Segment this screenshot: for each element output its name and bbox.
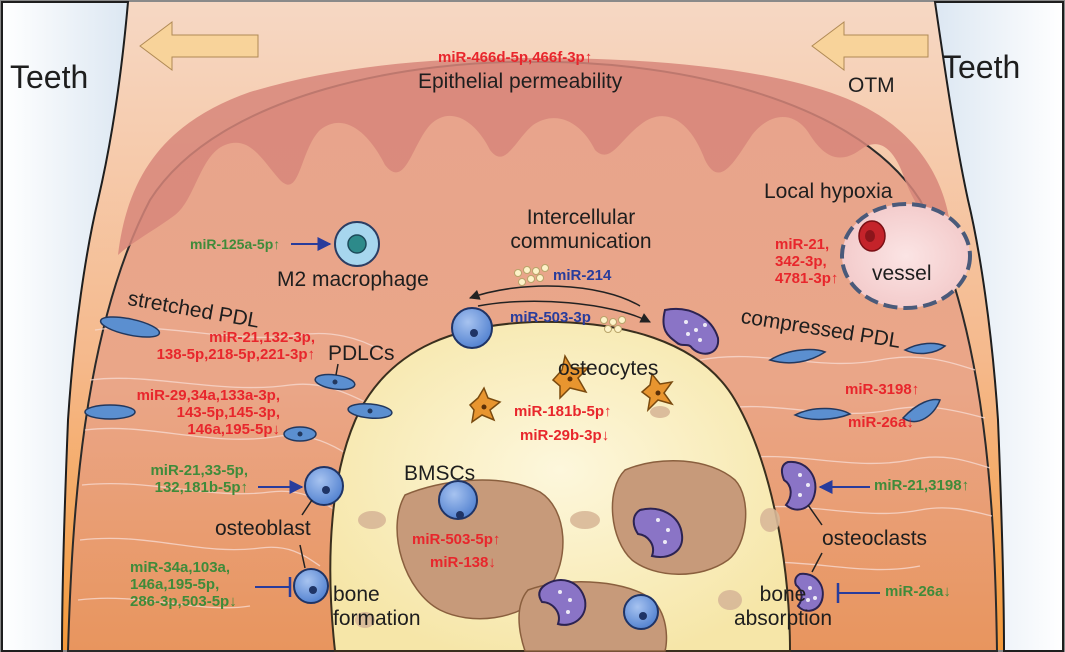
osteoblast-down-mir: miR-34a,103a, 146a,195-5p, 286-3p,503-5p…	[130, 559, 237, 610]
marrow-cavity-right	[611, 459, 747, 575]
label-bone-formation-line-2: formation	[333, 606, 421, 630]
osteoblast-cells	[293, 307, 659, 630]
stretched-down-mir-line-3: 146a,195-5p↓	[187, 420, 280, 438]
label-m2-macrophage: M2 macrophage	[277, 268, 429, 291]
osteocyte-mir-2: miR-29b-3p↓	[520, 427, 610, 444]
hypoxia-mir-line-1: miR-21,	[775, 236, 830, 253]
label-osteoblast: osteoblast	[215, 517, 311, 540]
label-epithelial-permeability: Epithelial permeability	[418, 70, 623, 93]
stretched-up-mir-line-2: 138-5p,218-5p,221-3p↑	[156, 345, 315, 363]
label-intercellular-communication: Intercellular communication	[486, 206, 676, 253]
osteoblast-up-mir-line-2: 132,181b-5p↑	[154, 478, 248, 496]
bone-spots	[355, 406, 780, 628]
epithelium	[118, 58, 952, 255]
tooth-right	[933, 1, 1064, 652]
label-teeth-left: Teeth	[10, 59, 89, 95]
osteoclast-cells	[538, 307, 824, 626]
mir-503-3p: miR-503-3p	[510, 309, 591, 326]
stretched-down-mir-line-1: miR-29,34a,133a-3p,	[136, 387, 280, 404]
exosome-dots	[514, 264, 626, 333]
comm-arc-upper	[469, 285, 641, 307]
arrow-left-big	[139, 21, 259, 71]
osteocyte-mir-1: miR-181b-5p↑	[514, 403, 612, 420]
mir-214: miR-214	[553, 267, 612, 284]
label-bone-formation: bone formation	[333, 583, 421, 630]
label-bone-absorption-line-2: absorption	[733, 606, 833, 630]
bmsc-mir-1: miR-503-5p↑	[412, 531, 501, 548]
oc-conn-2	[811, 552, 823, 573]
compressed-mir-2: miR-26a↓	[848, 414, 914, 431]
vessel	[840, 202, 972, 310]
tooth-left	[1, 1, 130, 652]
pdlcs-pointer	[335, 363, 339, 376]
label-bone-absorption: bone absorption	[728, 583, 838, 630]
label-communication: communication	[510, 229, 652, 253]
oc-conn-1	[807, 504, 823, 526]
label-bone-formation-line-1: bone	[333, 583, 380, 606]
ob-conn-2	[299, 544, 306, 569]
stretched-down-mir: miR-29,34a,133a-3p, 143-5p,145-3p, 146a,…	[80, 387, 280, 438]
arrow-right-big	[811, 21, 929, 71]
hypoxia-mir-line-2: 342-3p,	[775, 252, 827, 270]
hypoxia-mir: miR-21, 342-3p, 4781-3p↑	[775, 236, 839, 287]
osteoclast-up-mir: miR-21,3198↑	[874, 477, 970, 494]
bmsc-mir-2: miR-138↓	[430, 554, 496, 571]
osteoblast-down-mir-line-3: 286-3p,503-5p↓	[130, 592, 237, 610]
osteoclast-down-mir: miR-26a↓	[885, 583, 951, 600]
hypoxia-mir-line-3: 4781-3p↑	[775, 269, 839, 287]
osteoblast-up-mir-line-1: miR-21,33-5p,	[150, 462, 248, 479]
osteoblast-down-mir-line-2: 146a,195-5p,	[130, 575, 220, 593]
label-pdlcs: PDLCs	[328, 342, 395, 365]
stretched-down-mir-line-2: 143-5p,145-3p,	[176, 403, 280, 421]
label-bmscs: BMSCs	[404, 462, 476, 485]
macrophage-mir: miR-125a-5p↑	[190, 236, 281, 252]
label-otm: OTM	[848, 74, 895, 97]
pdl-fibers-right	[699, 355, 993, 571]
label-osteoclasts: osteoclasts	[822, 527, 928, 550]
osteoblast-up-mir: miR-21,33-5p, 132,181b-5p↑	[100, 462, 248, 497]
label-osteocytes: osteocytes	[558, 357, 659, 380]
label-vessel: vessel	[872, 262, 932, 285]
label-teeth-right: Teeth	[942, 49, 1021, 85]
epithelial-mir: miR-466d-5p,466f-3p↑	[438, 49, 593, 66]
ob-conn-1	[301, 499, 313, 516]
label-local-hypoxia: Local hypoxia	[764, 180, 893, 203]
label-bone-absorption-line-1: bone	[759, 583, 807, 606]
label-intercellular: Intercellular	[526, 206, 636, 229]
comm-arc-lower	[477, 300, 651, 323]
compressed-mir-1: miR-3198↑	[845, 381, 920, 398]
stretched-up-mir: miR-21,132-3p, 138-5p,218-5p,221-3p↑	[115, 329, 315, 364]
stretched-up-mir-line-1: miR-21,132-3p,	[209, 329, 315, 346]
osteoblast-down-mir-line-1: miR-34a,103a,	[130, 559, 231, 576]
